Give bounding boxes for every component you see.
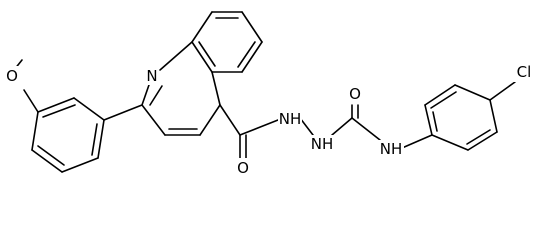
- bond: [431, 134, 469, 151]
- bond: [31, 149, 63, 173]
- bond: [424, 104, 433, 136]
- bond: [299, 117, 314, 136]
- bond: [241, 11, 263, 43]
- bond: [467, 131, 498, 151]
- bond: [191, 41, 213, 73]
- bond: [424, 84, 456, 106]
- bond: [454, 84, 491, 101]
- bond: [73, 97, 105, 121]
- bond: [351, 117, 381, 141]
- bond: [489, 81, 516, 101]
- oxygen-label-urea: O: [349, 85, 361, 103]
- bond: [42, 104, 76, 118]
- bond: [401, 134, 433, 149]
- bond: [37, 145, 65, 166]
- bond: [239, 119, 279, 136]
- bond: [211, 71, 221, 106]
- molecule-drawing: N O O NH NH O NH Cl: [2, 11, 536, 178]
- bond: [103, 104, 143, 121]
- chlorine-label: Cl: [517, 63, 532, 81]
- bond: [23, 89, 39, 113]
- bond: [31, 111, 39, 151]
- bond: [466, 129, 491, 145]
- nh-label-urea: NH: [380, 140, 403, 158]
- bond: [432, 111, 438, 132]
- bond: [237, 41, 256, 68]
- nitrogen-label: N: [146, 67, 157, 85]
- bond: [198, 41, 216, 67]
- bond: [331, 117, 353, 136]
- bond: [149, 85, 163, 106]
- molecule-figure: N O O NH NH O NH Cl: [2, 11, 536, 178]
- bond: [241, 41, 263, 73]
- bond: [191, 11, 213, 43]
- bonds: [9, 11, 516, 173]
- bond: [97, 119, 105, 159]
- bond: [430, 91, 457, 109]
- bond: [141, 81, 151, 106]
- bond: [219, 104, 241, 136]
- nh-label-hydrazine-1: NH: [279, 110, 302, 128]
- atom-labels: N O O NH NH O NH Cl: [2, 62, 536, 178]
- bond: [91, 123, 98, 156]
- oxygen-label-carbonyl: O: [237, 159, 249, 177]
- nh-label-hydrazine-2: NH: [311, 135, 334, 153]
- oxygen-label-methoxy: O: [6, 67, 18, 85]
- bond: [61, 157, 99, 173]
- bond: [37, 97, 75, 113]
- bond: [489, 99, 498, 133]
- bond: [141, 104, 166, 136]
- bond: [199, 104, 221, 136]
- bond: [159, 41, 193, 71]
